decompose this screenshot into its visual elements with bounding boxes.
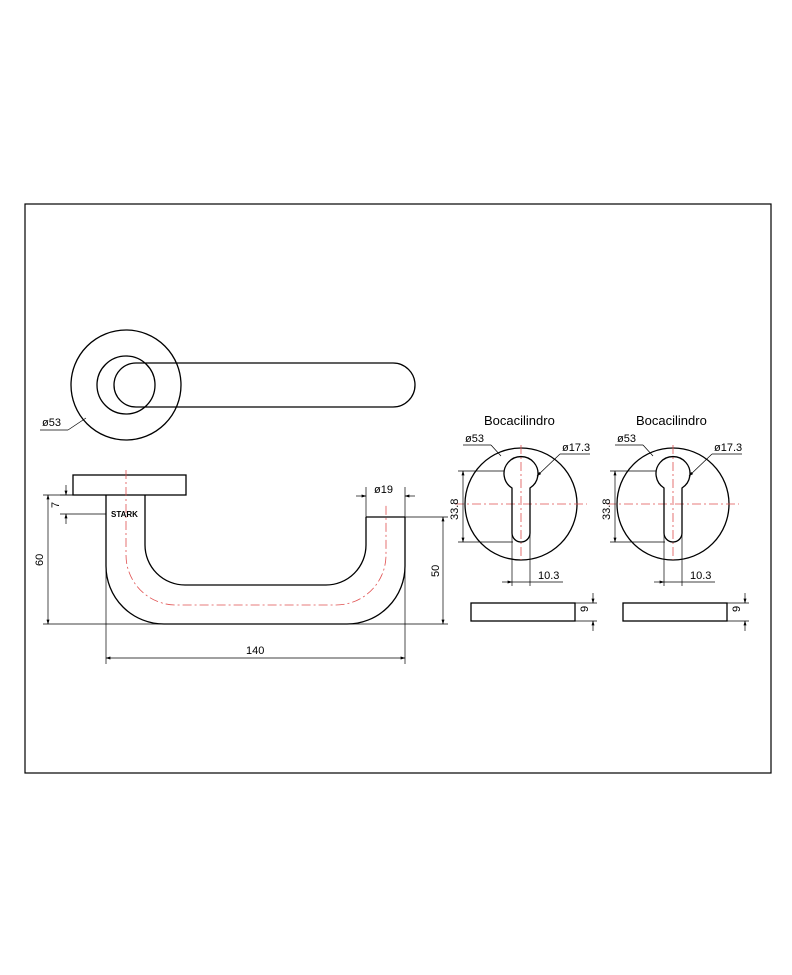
- height-label: 60: [34, 554, 46, 566]
- thickness-label: 9: [579, 606, 591, 612]
- escutcheon-title: Bocacilindro: [484, 413, 555, 428]
- slot-width-label: 10.3: [690, 570, 711, 582]
- vertical-distance-label: 33.8: [601, 499, 613, 520]
- projection-label: 50: [430, 565, 442, 577]
- outer-diameter-label: ø53: [617, 433, 636, 445]
- brand-mark: STARK: [111, 510, 138, 519]
- drawing-frame: [24, 203, 772, 774]
- slot-width-label: 10.3: [538, 570, 559, 582]
- escutcheon-title: Bocacilindro: [636, 413, 707, 428]
- vertical-distance-label: 33.8: [449, 499, 461, 520]
- lever-diameter-label: ø19: [374, 484, 393, 496]
- escutcheon-2: Bocacilindro ø53 ø17.3 33.8 10.3 9: [601, 413, 749, 631]
- handle-side-view: STARK 7 60 50 140 ø19: [34, 470, 448, 664]
- thickness-label: 9: [731, 606, 743, 612]
- length-label: 140: [246, 645, 264, 657]
- escutcheon-1: Bocacilindro ø53 ø17.3 33.8 10.3 9: [449, 413, 597, 631]
- rose-diameter-label: ø53: [42, 417, 61, 429]
- outer-diameter-label: ø53: [465, 433, 484, 445]
- hole-diameter-label: ø17.3: [562, 442, 590, 454]
- hole-diameter-label: ø17.3: [714, 442, 742, 454]
- handle-top-view: ø53: [40, 329, 416, 441]
- rose-thickness-label: 7: [50, 502, 62, 508]
